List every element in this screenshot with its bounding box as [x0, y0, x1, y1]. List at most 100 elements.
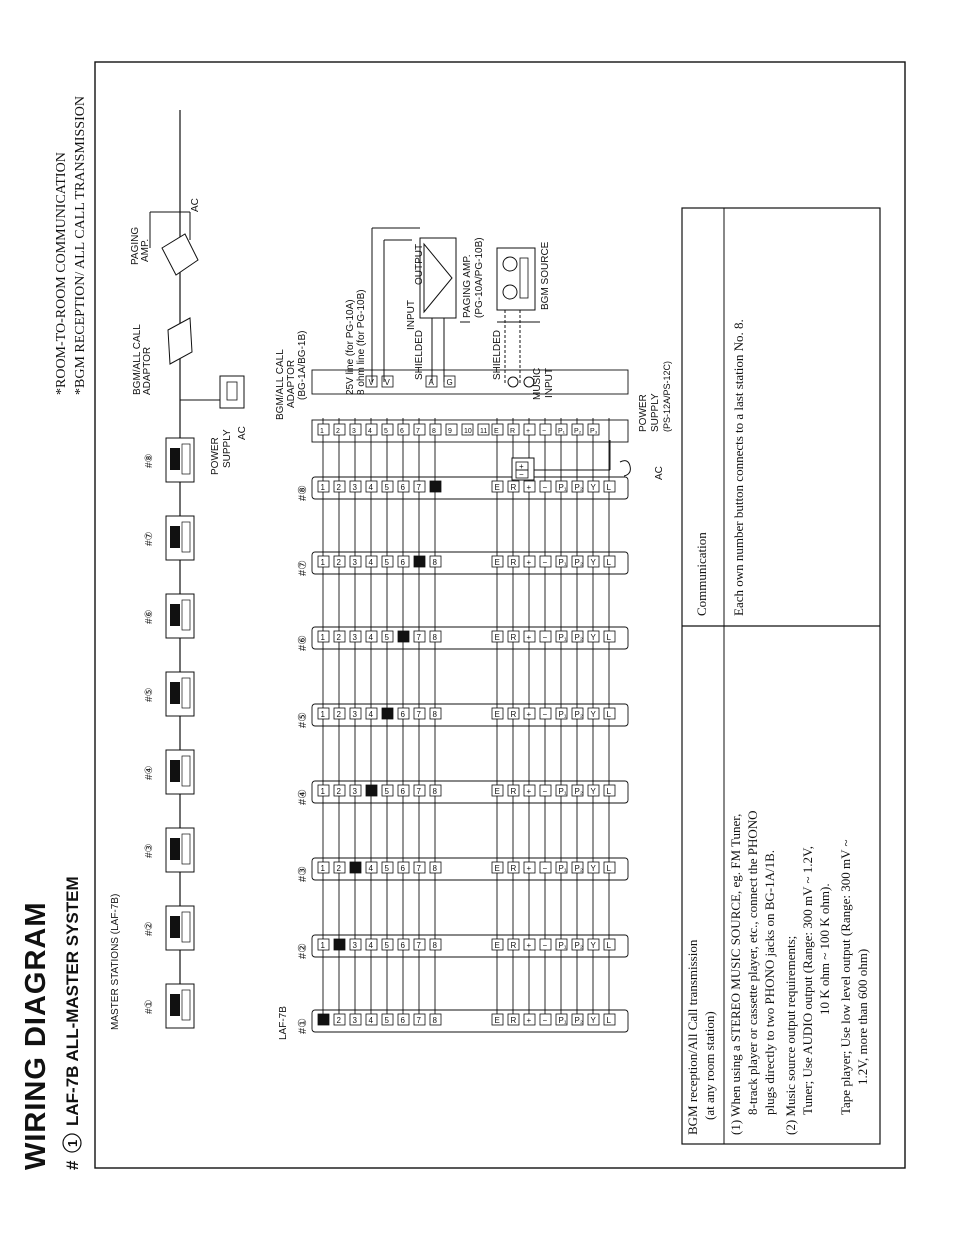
station-terminal-label: +: [527, 1016, 532, 1025]
station-terminal: 4: [365, 707, 378, 720]
station-terminal: 5: [381, 480, 394, 493]
adaptor-terminal: 3: [349, 423, 362, 436]
adaptor-terminal-label: R: [510, 428, 515, 435]
station-terminal: 4: [365, 861, 378, 874]
station-terminal-label: E: [495, 787, 500, 796]
station-terminal-label: −: [543, 787, 548, 796]
station-terminal-label: 8: [433, 787, 438, 796]
station-terminal-label: E: [495, 710, 500, 719]
station-terminal-label: P₁: [559, 787, 567, 796]
station-terminal-label: Y: [591, 1016, 597, 1025]
station-terminal-label: 7: [417, 483, 422, 492]
mode-bgm-all-call: *BGM RECEPTION/ ALL CALL TRANSMISSION: [73, 96, 88, 395]
station-terminal: −: [539, 938, 552, 951]
station-terminal: 4: [365, 630, 378, 643]
station-terminal: 4: [365, 555, 378, 568]
overview-station-label: #⑦: [144, 531, 155, 546]
station-terminal: E: [491, 707, 504, 720]
station-terminal-label: L: [607, 941, 612, 950]
station-terminal: 2: [333, 707, 346, 720]
table-col1-line: Tape player; Use low level output (Range…: [838, 839, 853, 1115]
adaptor-terminal-label: 6: [400, 428, 404, 435]
station-terminal-label: 4: [369, 1016, 374, 1025]
station-terminal: 6: [397, 938, 410, 951]
station-terminal: 3: [349, 938, 362, 951]
station-terminal-label: R: [511, 483, 517, 492]
adaptor-terminal-label: +: [526, 428, 530, 435]
overview-station-label: #⑧: [144, 453, 155, 468]
station-terminal: L: [603, 707, 616, 720]
adaptor-side-terminal-label: V: [385, 378, 391, 387]
adaptor-label-1: BGM/ALL CALL: [275, 349, 286, 420]
station-terminal-label: 2: [337, 1016, 342, 1025]
station-terminal-label: 4: [369, 864, 374, 873]
station-terminal-label: R: [511, 710, 517, 719]
station-terminal-label: P₁: [559, 941, 567, 950]
station-terminal: 8: [429, 630, 442, 643]
station-terminal-label: P₂: [575, 864, 583, 873]
detail-station-label: #⑤: [297, 712, 309, 728]
station-terminal: 6: [397, 707, 410, 720]
amp-output-label: OUTPUT: [414, 244, 425, 285]
station-terminal: P₁: [555, 630, 568, 643]
adaptor-terminal: 4: [365, 423, 378, 436]
station-terminal-label: E: [495, 864, 500, 873]
station-terminal: 8: [429, 555, 442, 568]
adaptor-terminal: 11: [477, 423, 490, 436]
overview-station: [165, 593, 195, 639]
station-terminal: 1: [317, 938, 330, 951]
bgm-source-device: [496, 247, 540, 385]
psu-minus: −: [519, 470, 524, 479]
station-terminal: 3: [349, 480, 362, 493]
station-terminal: P₂: [571, 555, 584, 568]
overview-station-label: #②: [144, 921, 155, 936]
info-table: [681, 207, 881, 1145]
psu-label-1: POWER: [638, 394, 649, 432]
station-terminal: +: [523, 784, 536, 797]
station-terminal-label: 4: [369, 941, 374, 950]
station-terminal-label: 1: [321, 864, 326, 873]
station-terminal-label: 2: [337, 633, 342, 642]
table-col1-line: (2) Music source output requirements;: [783, 936, 798, 1135]
station-terminal: −: [539, 480, 552, 493]
station-terminal-label: 3: [353, 941, 358, 950]
station-terminal-label: 3: [353, 1016, 358, 1025]
station-terminal-label: 1: [321, 787, 326, 796]
adaptor-terminal: +: [523, 423, 536, 436]
station-terminal-label: −: [543, 633, 548, 642]
station-terminal: +: [523, 630, 536, 643]
station-terminal: 1: [317, 707, 330, 720]
detail-station-label: #④: [297, 789, 309, 805]
station-terminal: 7: [413, 1013, 426, 1026]
station-terminal-label: 2: [337, 864, 342, 873]
line-note-25v: 25V line (for PG-10A): [345, 299, 356, 395]
station-terminal: R: [507, 784, 520, 797]
station-terminal: P₁: [555, 938, 568, 951]
detail-station-label: #①: [297, 1018, 309, 1034]
psu-label-3: (PS-12A/PS-12C): [662, 361, 672, 432]
station-terminal-label: E: [495, 483, 500, 492]
adaptor-terminal-label: 2: [336, 428, 340, 435]
station-terminal: Y: [587, 1013, 600, 1026]
station-terminal-label: P₂: [575, 558, 583, 567]
overview-adaptor-label-1: BGM/ALL CALL: [132, 324, 143, 395]
adaptor-terminal-label: 8: [432, 428, 436, 435]
station-terminal: 2: [333, 630, 346, 643]
station-terminal: Y: [587, 480, 600, 493]
station-terminal: 1: [317, 555, 330, 568]
station-terminal-label: R: [511, 864, 517, 873]
station-terminal-label: 1: [321, 710, 326, 719]
station-terminal: 3: [349, 707, 362, 720]
station-terminal-label: L: [607, 1016, 612, 1025]
station-terminal-label: 5: [385, 558, 390, 567]
station-terminal-label: 6: [401, 787, 406, 796]
station-terminal-label: P₂: [575, 483, 583, 492]
station-terminal-label: L: [607, 483, 612, 492]
page-title: WIRING DIAGRAM: [20, 901, 52, 1170]
bgm-source-label: BGM SOURCE: [540, 241, 551, 310]
station-terminal: R: [507, 630, 520, 643]
station-terminal: 1: [317, 480, 330, 493]
station-terminal-label: L: [607, 633, 612, 642]
